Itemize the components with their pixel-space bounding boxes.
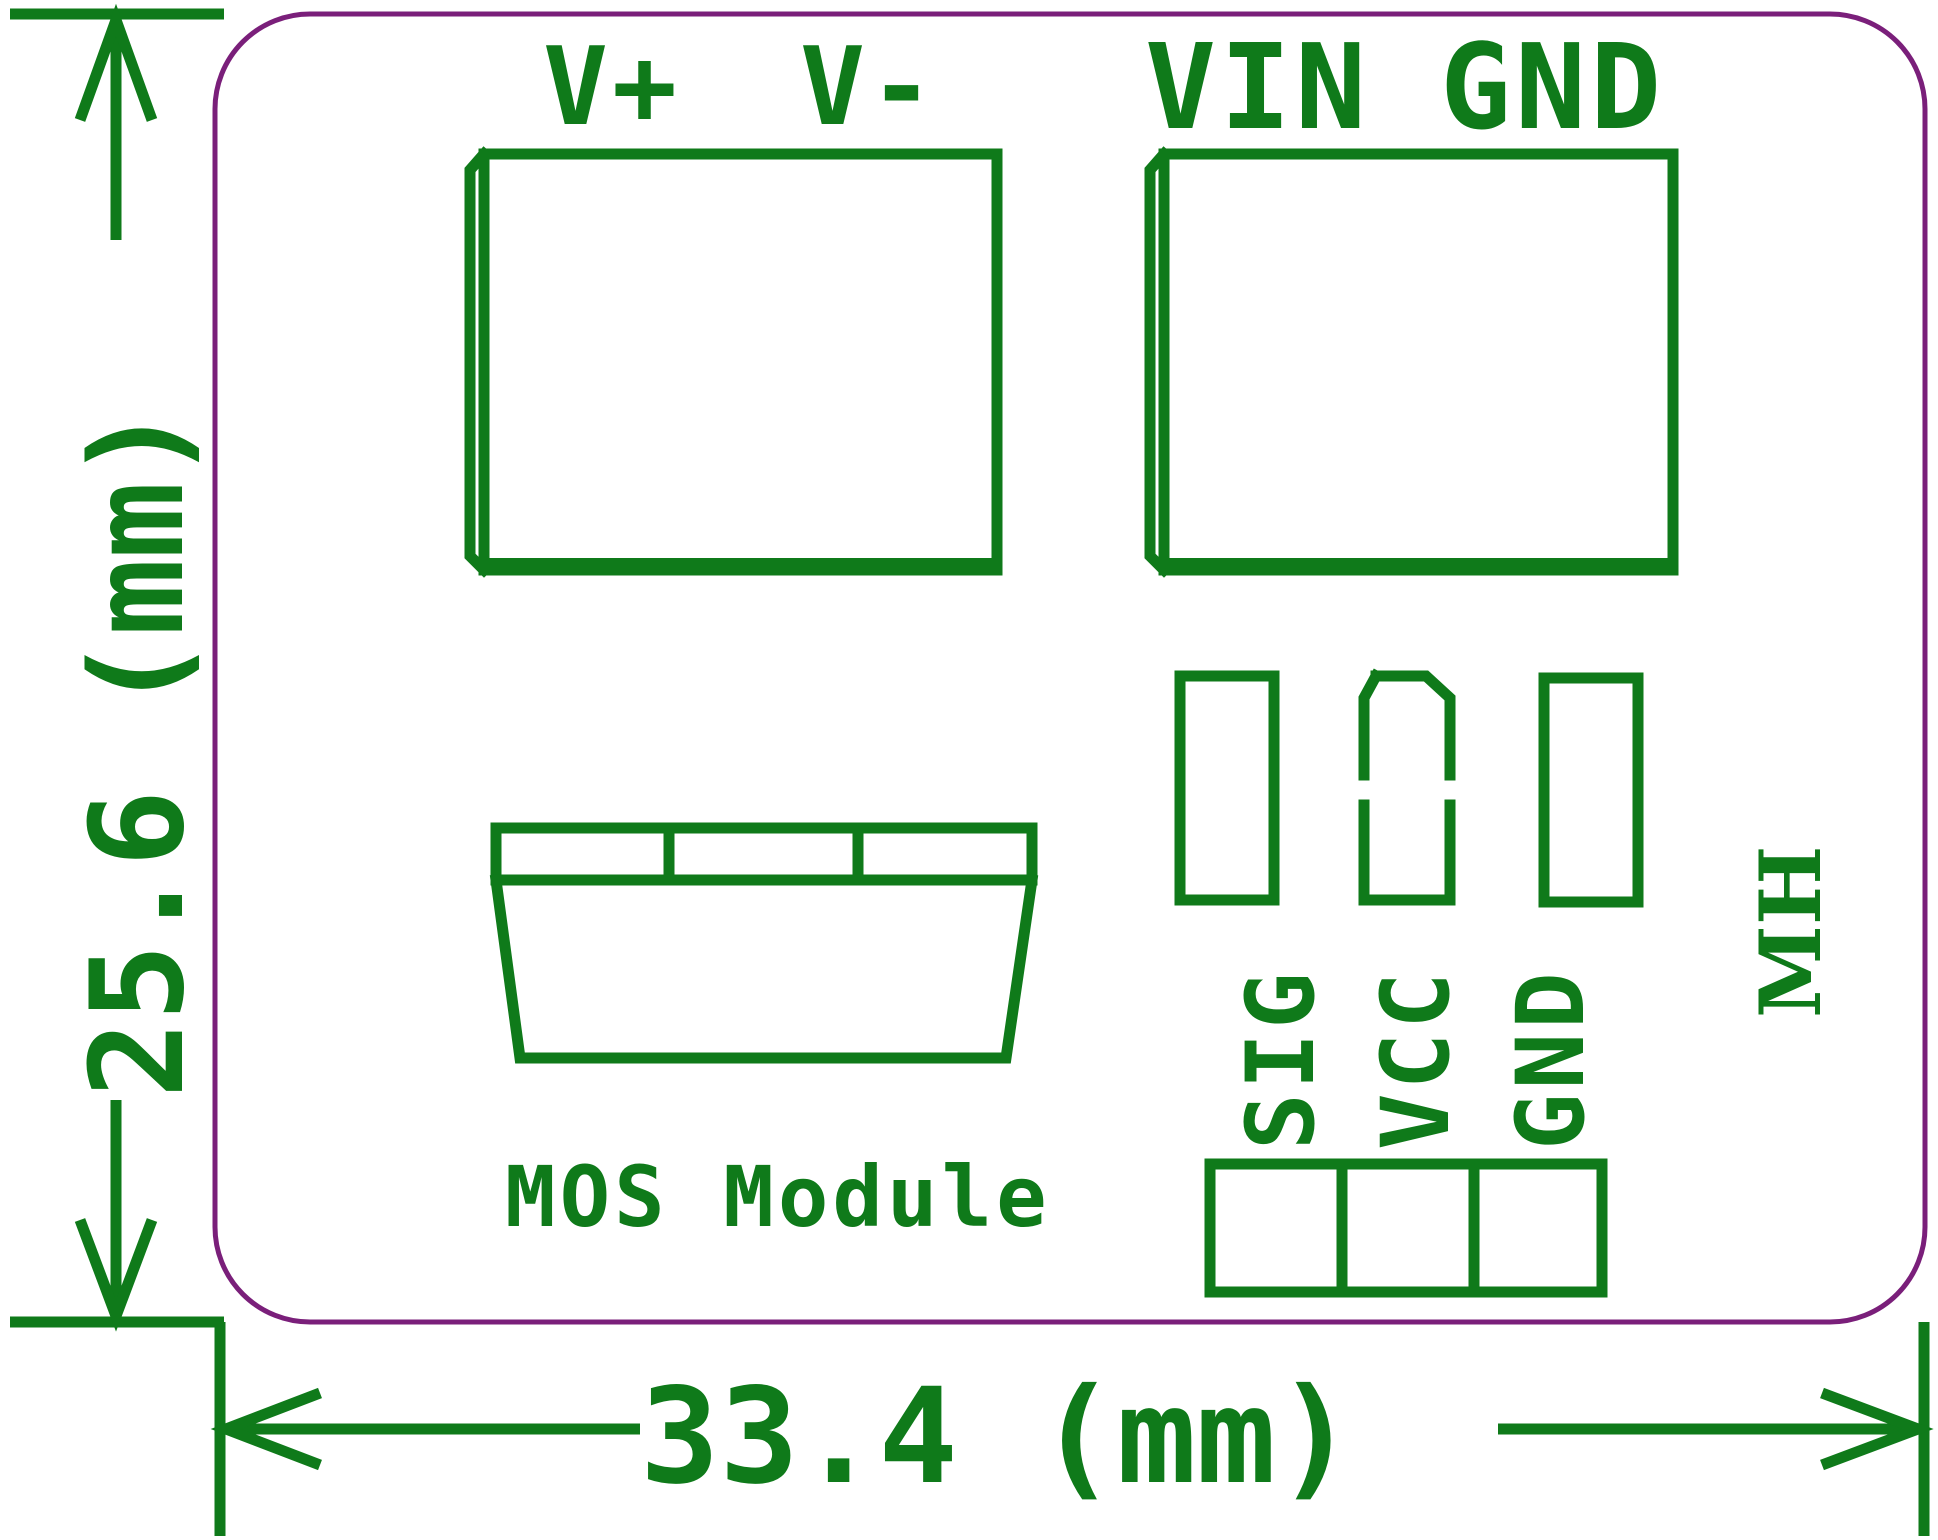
pin-label-gnd: GND bbox=[1497, 968, 1606, 1150]
input-vin-label: VIN bbox=[1145, 18, 1370, 156]
input-terminal-block bbox=[1144, 146, 1679, 578]
header-pads-upper bbox=[1174, 668, 1644, 908]
width-dimension bbox=[210, 1322, 1934, 1536]
pin-label-sig: SIG bbox=[1227, 968, 1336, 1150]
height-dimension-label: 25.6 (mm) bbox=[64, 404, 213, 1098]
three-pin-header bbox=[1204, 1158, 1608, 1298]
height-dimension bbox=[10, 3, 224, 1332]
maker-logo: MH bbox=[1741, 846, 1840, 1018]
input-gnd-label: GND bbox=[1440, 18, 1665, 156]
output-terminal-block bbox=[464, 146, 1003, 578]
pin-label-vcc: VCC bbox=[1362, 968, 1471, 1150]
board-title: MOS Module bbox=[505, 1148, 1051, 1246]
mosfet-footprint bbox=[489, 822, 1039, 1064]
width-dimension-label: 33.4 (mm) bbox=[640, 1360, 1355, 1514]
output-negative-label: V- bbox=[800, 25, 938, 150]
output-positive-label: V+ bbox=[543, 25, 681, 150]
board-outline bbox=[212, 11, 1928, 1325]
